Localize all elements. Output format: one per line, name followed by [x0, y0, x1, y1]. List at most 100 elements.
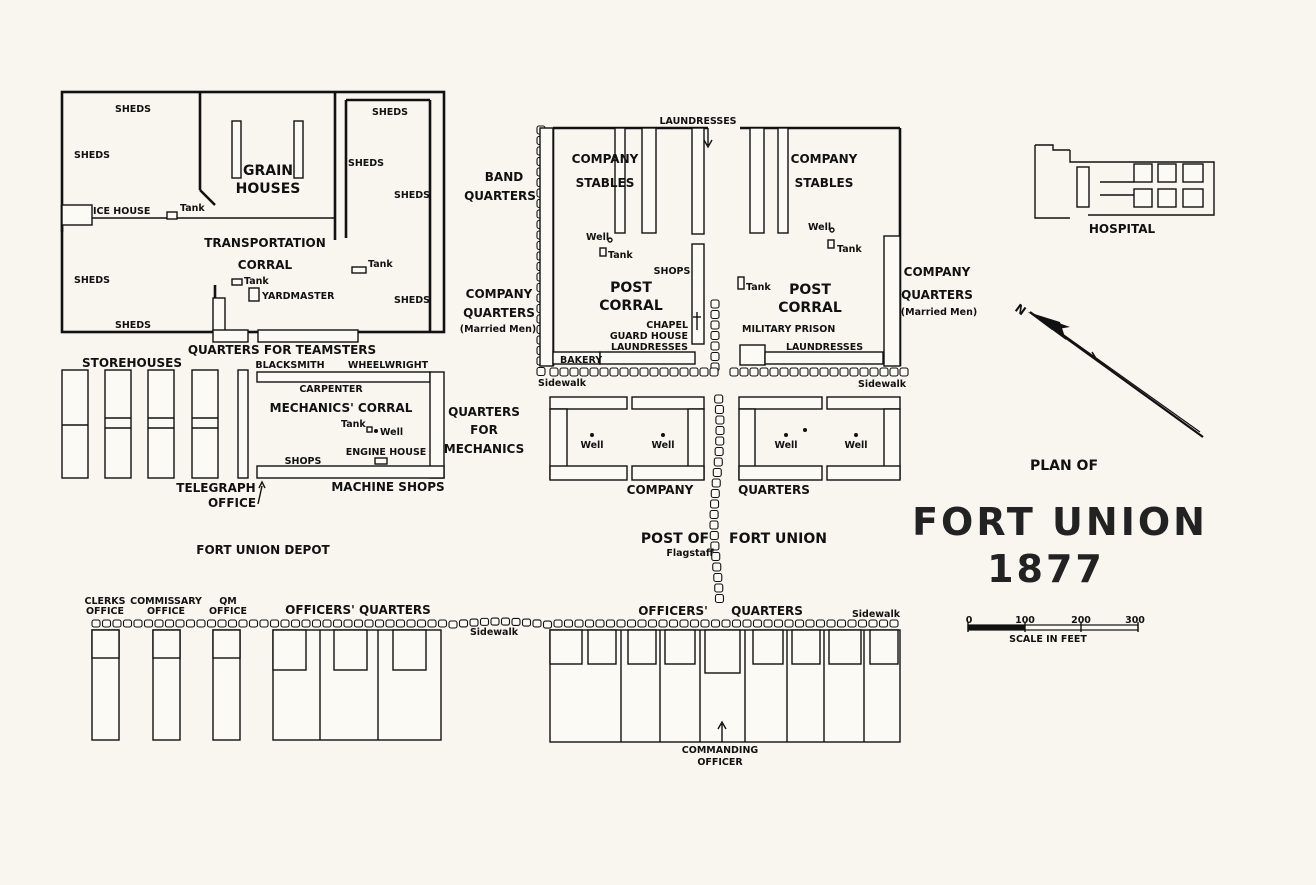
- sheds-label: SHEDS: [348, 158, 384, 169]
- commissary-office-label-line1: COMMISSARY: [130, 596, 202, 607]
- post-corral-label-line1: POST: [789, 282, 831, 298]
- sidewalk-stone: [711, 551, 721, 562]
- sidewalk-stone: [259, 619, 269, 628]
- well-icon: [803, 428, 807, 432]
- transportation-corral-label-line1: TRANSPORTATION: [204, 236, 326, 250]
- sheds-label: SHEDS: [394, 295, 430, 306]
- sidewalk-stone: [709, 509, 719, 520]
- sidewalk-stone: [427, 619, 437, 628]
- qm-office-label-line2: OFFICE: [209, 606, 247, 617]
- ice-house-label: ICE HOUSE: [93, 206, 150, 217]
- machine-shops-label: MACHINE SHOPS: [331, 480, 444, 494]
- sidewalk-stone: [847, 619, 857, 628]
- sidewalk-stone: [731, 619, 742, 628]
- sidewalk-stone: [154, 619, 164, 628]
- sidewalk-stone: [458, 619, 469, 628]
- transportation-corral-block: [60, 90, 446, 343]
- sidewalk-stone: [658, 619, 668, 628]
- sidewalk-stone: [437, 619, 448, 628]
- sidewalk-stone: [805, 619, 815, 628]
- carpenter-label: CARPENTER: [299, 384, 363, 395]
- company-label: COMPANY: [627, 483, 694, 497]
- tank-label: Tank: [608, 250, 633, 261]
- sidewalk-stone: [521, 618, 532, 627]
- sidewalk-stone: [710, 330, 720, 341]
- sidewalk-stone: [714, 404, 724, 415]
- sidewalk-stone: [133, 619, 143, 628]
- sidewalk-stone: [629, 367, 639, 377]
- company-stables-label-line1: COMPANY: [572, 152, 639, 166]
- laundresses-label: LAUNDRESSES: [611, 342, 688, 353]
- sidewalk-stone: [227, 619, 238, 628]
- storehouses-label: STOREHOUSES: [82, 356, 182, 370]
- sidewalk-stone: [280, 619, 290, 628]
- sidewalk-stone: [899, 367, 909, 377]
- commanding-officer-label-line1: COMMANDING: [682, 745, 759, 756]
- sidewalk-stone: [709, 520, 719, 530]
- hospital: [1034, 144, 1215, 219]
- sidewalk-stone: [353, 619, 364, 628]
- married-men-label: (Married Men): [901, 307, 977, 318]
- arrow-icon: [257, 480, 266, 505]
- shops-label: SHOPS: [654, 266, 691, 277]
- engine-house-label: ENGINE HOUSE: [346, 447, 427, 458]
- sidewalk-stone: [385, 619, 395, 628]
- sidewalk-stone: [637, 619, 647, 628]
- sidewalk-stone: [91, 619, 101, 628]
- sidewalk-stone: [301, 619, 311, 628]
- sidewalk-stone: [185, 619, 196, 628]
- telegraph-office-building: [237, 369, 249, 479]
- sheds-label: SHEDS: [74, 275, 110, 286]
- sidewalk-stone: [374, 619, 385, 628]
- sidewalk-stone: [549, 367, 559, 377]
- sidewalk-stone: [779, 367, 789, 377]
- sidewalk-stone: [710, 299, 720, 309]
- company-quarters-label-line2: QUARTERS: [901, 288, 973, 302]
- sheds-label: SHEDS: [115, 320, 151, 331]
- telegraph-office-label-line1: TELEGRAPH: [176, 481, 255, 495]
- company-quarters-label-line1: COMPANY: [466, 287, 533, 301]
- sidewalk-stone: [532, 619, 542, 628]
- sidewalk-stone: [729, 367, 739, 377]
- sidewalk-stone: [448, 620, 458, 629]
- sidewalk-stone: [626, 619, 637, 628]
- sidewalk-stone: [619, 367, 629, 377]
- sidewalk-stone: [815, 619, 826, 628]
- laundresses-label: LAUNDRESSES: [786, 342, 863, 353]
- sidewalk-stone: [836, 619, 847, 628]
- sidewalk-stone: [715, 425, 725, 436]
- sidewalk-stone: [829, 367, 839, 377]
- sidewalk-stone: [714, 394, 724, 404]
- sidewalk-stone: [589, 367, 599, 377]
- post-corral-label-line2: CORRAL: [778, 300, 842, 316]
- sidewalk-stone: [406, 619, 416, 628]
- flagstaff-label: Flagstaff: [666, 548, 714, 559]
- company-quarters-label-line2: QUARTERS: [463, 306, 535, 320]
- company-quarters-squares: [549, 396, 901, 481]
- year-title: 1877: [987, 547, 1105, 591]
- commanding-officer-label-line2: OFFICER: [697, 757, 743, 768]
- tank-label: Tank: [837, 244, 862, 255]
- band-quarters-label-line1: BAND: [485, 170, 523, 184]
- well-icon: [784, 433, 788, 437]
- grain-houses-label-line2: HOUSES: [236, 181, 301, 197]
- fort-union-depot-label: FORT UNION DEPOT: [196, 543, 330, 557]
- tank-label: Tank: [746, 282, 771, 293]
- sidewalk-stone: [584, 619, 595, 628]
- well-icon: [854, 433, 858, 437]
- sidewalk-stone: [595, 619, 605, 628]
- north-label: N: [1012, 301, 1028, 318]
- sidewalk-stone: [669, 367, 679, 377]
- scale-tick-100: 100: [1015, 615, 1035, 626]
- quarters-label: QUARTERS: [738, 483, 810, 497]
- post-of-label: POST OF: [641, 531, 709, 547]
- sidewalk-stone: [709, 499, 720, 509]
- sidewalk-stone: [714, 446, 724, 457]
- sidewalk-stone: [659, 367, 669, 377]
- sidewalk-stone: [311, 619, 322, 628]
- sidewalk-stones: [91, 125, 909, 629]
- sidewalk-stone: [290, 619, 301, 628]
- fort-union-post-label: FORT UNION: [729, 531, 827, 547]
- sidewalk-stone: [868, 619, 878, 628]
- sheds-label: SHEDS: [115, 104, 151, 115]
